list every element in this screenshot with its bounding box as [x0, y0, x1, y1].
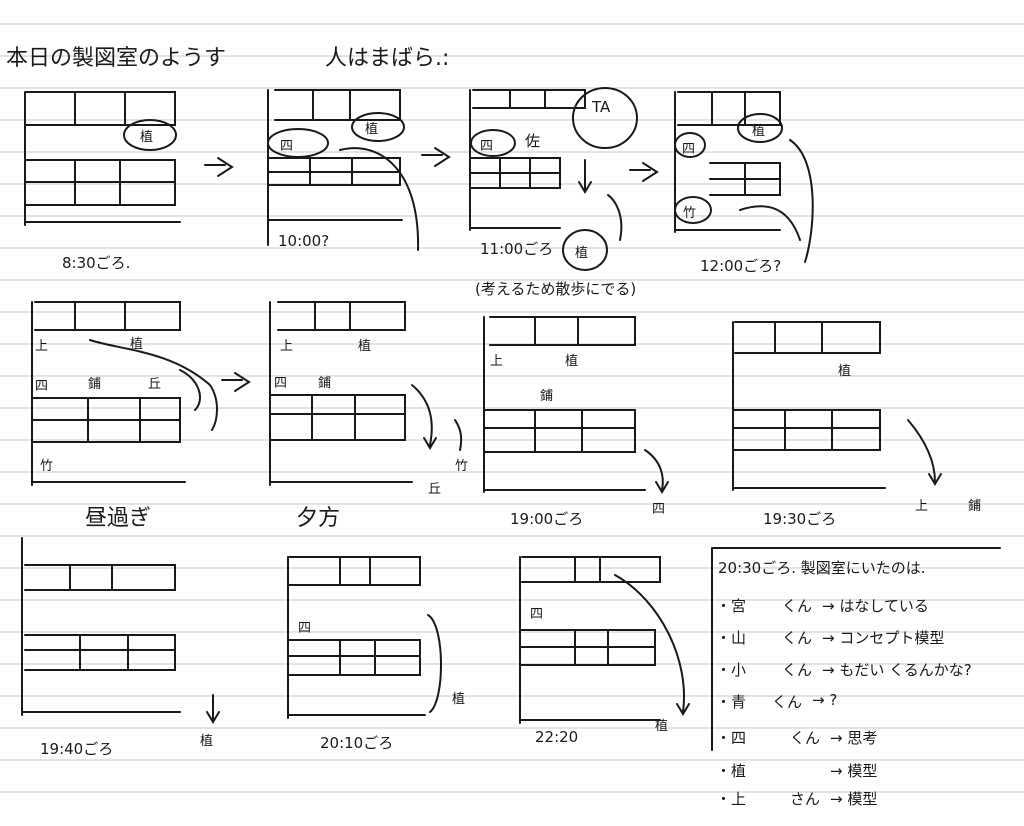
- floorplan-sketch: [21, 537, 220, 724]
- person-marker: 植: [575, 246, 589, 261]
- time-label: 19:00ごろ: [510, 510, 584, 528]
- person-marker: 植: [130, 337, 144, 352]
- time-label: 20:10ごろ: [320, 734, 394, 752]
- time-label: 12:00ごろ?: [700, 257, 782, 275]
- summary-suffix: くん: [772, 693, 803, 711]
- floorplan-sketch: [24, 91, 234, 226]
- person-marker: 植: [365, 122, 379, 137]
- summary-name: ・青: [716, 693, 747, 711]
- floorplan-sketch: [674, 91, 814, 263]
- summary-name: ・上: [716, 790, 747, 808]
- summary-suffix: くん: [782, 661, 813, 679]
- summary-name: ・植: [716, 762, 747, 780]
- floorplan-sketch: [519, 556, 690, 724]
- summary-name: ・宮: [716, 597, 747, 615]
- person-marker: 四: [682, 142, 696, 157]
- person-marker: 丘: [148, 377, 162, 392]
- floorplan-sketch: [287, 556, 442, 719]
- summary-activity: → コンセプト模型: [822, 629, 945, 647]
- activity-note: (考えるため散歩にでる): [475, 280, 637, 298]
- summary-suffix: くん: [782, 597, 813, 615]
- page-subtitle: 人はまばら.:: [325, 46, 450, 71]
- person-marker: 上: [915, 499, 929, 514]
- time-label: 19:30ごろ: [763, 510, 837, 528]
- person-marker: 植: [140, 130, 154, 145]
- time-label: 10:00?: [278, 232, 330, 250]
- summary-suffix: くん: [782, 629, 813, 647]
- floorplan-sketch: [483, 316, 669, 494]
- floorplan-sketch: [31, 301, 251, 486]
- person-marker: 四: [280, 139, 294, 154]
- person-marker: 竹: [40, 459, 54, 474]
- summary-box: [711, 547, 1001, 751]
- summary-activity: → 模型: [830, 762, 878, 780]
- summary-heading: 20:30ごろ. 製図室にいたのは.: [718, 559, 926, 577]
- time-label: 昼過ぎ: [85, 506, 152, 531]
- person-marker: 竹: [683, 206, 697, 221]
- person-marker: 植: [452, 692, 466, 707]
- person-marker: 鋪: [318, 376, 332, 391]
- summary-name: ・小: [716, 661, 747, 679]
- summary-name: ・山: [716, 629, 747, 647]
- page-title: 本日の製図室のようす: [6, 46, 227, 71]
- person-marker: 四: [480, 139, 494, 154]
- time-label: 19:40ごろ: [40, 740, 114, 758]
- person-marker: 鋪: [88, 377, 102, 392]
- summary-activity: → もだい くるんかな?: [822, 661, 972, 679]
- person-marker: 竹: [455, 459, 469, 474]
- person-marker: 植: [200, 734, 214, 749]
- person-marker: 植: [752, 124, 766, 139]
- person-marker: TA: [592, 98, 611, 116]
- person-marker: 四: [298, 621, 312, 636]
- person-marker: 上: [490, 354, 504, 369]
- person-marker: 植: [838, 364, 852, 379]
- time-label: 22:20: [535, 728, 579, 746]
- person-marker: 四: [274, 376, 288, 391]
- summary-name: ・四: [716, 729, 747, 747]
- floorplan-sketch: [267, 89, 451, 251]
- person-marker: 丘: [428, 482, 442, 497]
- person-marker: 植: [358, 339, 372, 354]
- person-marker: 四: [35, 379, 49, 394]
- person-marker: 四: [652, 502, 666, 517]
- person-marker: 植: [565, 354, 579, 369]
- person-marker: 四: [530, 607, 544, 622]
- floorplan-sketch: [732, 321, 942, 491]
- person-marker: 鋪: [968, 499, 982, 514]
- summary-activity: → 模型: [830, 790, 878, 808]
- floorplan-sketch: [269, 301, 463, 486]
- summary-activity: → 思考: [830, 729, 878, 747]
- floorplan-sketch: [469, 87, 659, 271]
- summary-activity: → はなしている: [822, 597, 929, 615]
- summary-suffix: くん: [790, 729, 821, 747]
- person-marker: 上: [35, 339, 49, 354]
- summary-activity: → ?: [812, 691, 838, 709]
- summary-suffix: さん: [790, 790, 821, 808]
- time-label: 8:30ごろ.: [62, 254, 131, 272]
- person-marker: 上: [280, 339, 294, 354]
- person-marker: 佐: [525, 132, 541, 150]
- person-marker: 植: [655, 719, 669, 734]
- time-label: 夕方: [296, 506, 341, 531]
- time-label: 11:00ごろ: [480, 240, 554, 258]
- person-marker: 鋪: [540, 389, 554, 404]
